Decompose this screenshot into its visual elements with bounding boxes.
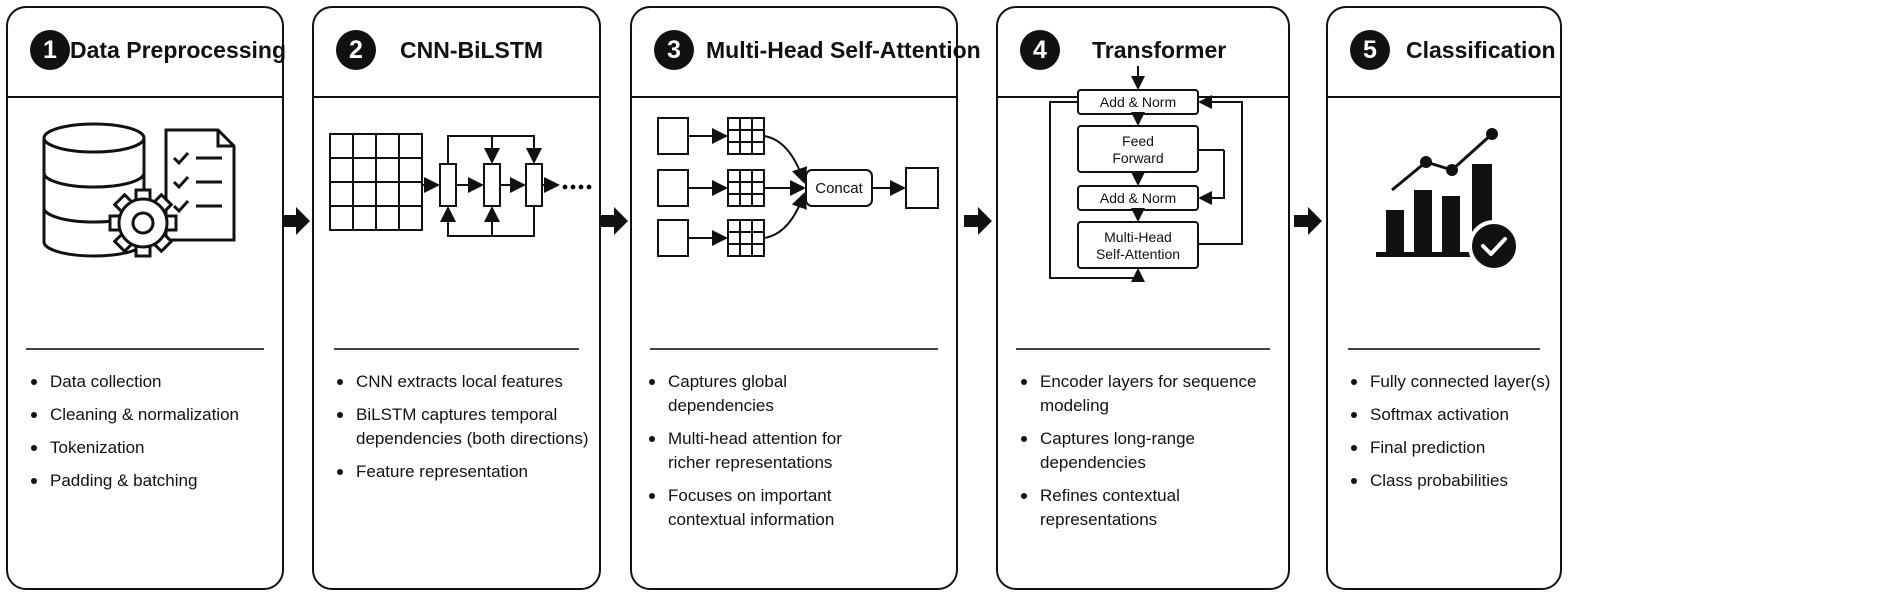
lstm-cell-icon bbox=[439, 163, 457, 207]
bullet-item: Multi-head attention for richer represen… bbox=[646, 427, 876, 475]
step-panel-transformer: 4 Transformer Add & Norm Feed bbox=[996, 6, 1290, 590]
bullet-list: Encoder layers for sequence modeling Cap… bbox=[1018, 370, 1268, 541]
step-title: CNN-BiLSTM bbox=[400, 37, 544, 63]
flow-arrow-icon bbox=[600, 207, 628, 235]
bullet-list: Data collection Cleaning & normalization… bbox=[28, 370, 268, 502]
attention-matrix-icon bbox=[727, 219, 765, 257]
panel-header: 1 Data Preprocessing bbox=[8, 8, 286, 98]
bullet-item: Class probabilities bbox=[1348, 469, 1558, 493]
step-panel-classification: 5 Classification Fully connected layer(s… bbox=[1326, 6, 1562, 590]
bullet-item: Captures global dependencies bbox=[646, 370, 876, 418]
lstm-cell-icon bbox=[525, 163, 543, 207]
step-title: Classification bbox=[1406, 37, 1556, 63]
bullet-list: Captures global dependencies Multi-head … bbox=[646, 370, 876, 541]
attention-illustration: Concat bbox=[657, 117, 939, 257]
bullet-item: Padding & batching bbox=[28, 469, 268, 493]
classification-illustration bbox=[1376, 128, 1520, 272]
bullet-list: CNN extracts local features BiLSTM captu… bbox=[334, 370, 592, 493]
panel-header: 5 Classification bbox=[1328, 8, 1560, 98]
divider bbox=[334, 348, 579, 350]
bullet-item: CNN extracts local features bbox=[334, 370, 592, 394]
flow-arrow-icon bbox=[1294, 207, 1322, 235]
grid-icon bbox=[329, 133, 423, 231]
bullet-item: Refines contextual representations bbox=[1018, 484, 1268, 532]
bullet-list: Fully connected layer(s) Softmax activat… bbox=[1348, 370, 1558, 502]
step-panel-cnn-bilstm: 2 CNN-BiLSTM bbox=[312, 6, 601, 590]
divider bbox=[650, 348, 938, 350]
step-title: Transformer bbox=[1092, 37, 1227, 63]
add-norm-label: Add & Norm bbox=[1100, 94, 1176, 110]
bullet-item: Tokenization bbox=[28, 436, 268, 460]
bullet-item: Final prediction bbox=[1348, 436, 1558, 460]
bullet-item: Feature representation bbox=[334, 460, 592, 484]
flow-arrow-icon bbox=[964, 207, 992, 235]
step-panel-multi-head-self-attention: 3 Multi-Head Self-Attention bbox=[630, 6, 981, 590]
lstm-cell-icon bbox=[483, 163, 501, 207]
bullet-item: Focuses on important contextual informat… bbox=[646, 484, 876, 532]
divider bbox=[1348, 348, 1540, 350]
step-number-badge: 4 bbox=[1020, 30, 1060, 70]
panel-header: 3 Multi-Head Self-Attention bbox=[632, 8, 981, 98]
flow-arrow-icon bbox=[282, 207, 310, 235]
attention-matrix-icon bbox=[727, 169, 765, 207]
check-badge-icon bbox=[1468, 220, 1520, 272]
bullet-item: Encoder layers for sequence modeling bbox=[1018, 370, 1268, 418]
step-number-badge: 2 bbox=[336, 30, 376, 70]
step-title: Data Preprocessing bbox=[70, 37, 287, 63]
step-number-badge: 1 bbox=[30, 30, 70, 70]
attention-matrix-icon bbox=[727, 117, 765, 155]
preprocessing-illustration bbox=[42, 122, 236, 258]
bullet-item: Captures long-range dependencies bbox=[1018, 427, 1268, 475]
step-number-badge: 3 bbox=[654, 30, 694, 70]
step-panel-data-preprocessing: 1 Data Preprocessing bbox=[6, 6, 286, 590]
divider bbox=[26, 348, 264, 350]
gear-icon bbox=[108, 188, 178, 258]
divider bbox=[1016, 348, 1270, 350]
step-number-badge: 5 bbox=[1350, 30, 1390, 70]
step-title: Multi-Head Self-Attention bbox=[706, 37, 981, 63]
bullet-item: Softmax activation bbox=[1348, 403, 1558, 427]
bullet-item: Cleaning & normalization bbox=[28, 403, 268, 427]
line-trend-icon bbox=[1391, 128, 1498, 192]
concat-label: Concat bbox=[815, 180, 863, 197]
bullet-item: BiLSTM captures temporal dependencies (b… bbox=[334, 403, 592, 451]
bullet-item: Data collection bbox=[28, 370, 268, 394]
add-norm-label: Add & Norm bbox=[1100, 190, 1176, 206]
panel-header: 2 CNN-BiLSTM bbox=[314, 8, 599, 98]
bullet-item: Fully connected layer(s) bbox=[1348, 370, 1558, 394]
cnn-bilstm-illustration bbox=[329, 133, 592, 237]
